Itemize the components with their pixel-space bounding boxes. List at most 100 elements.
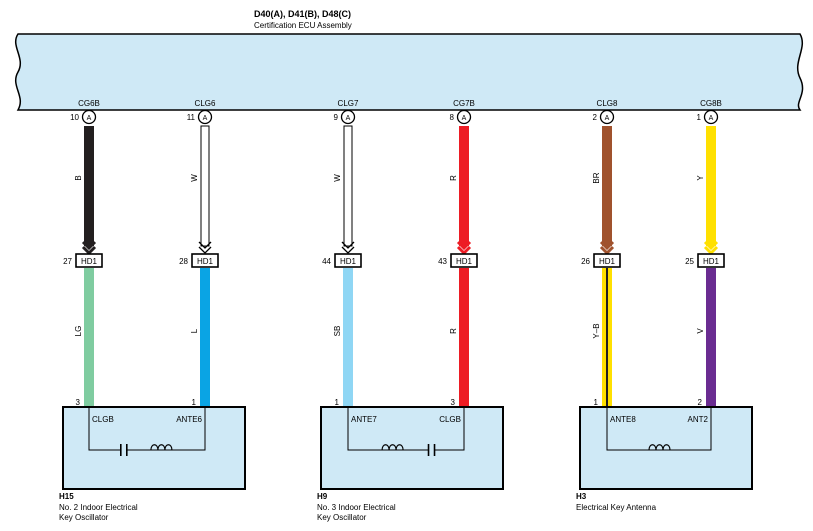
capacitor-gap — [120, 444, 127, 456]
device-internal-circuit — [606, 407, 712, 451]
device-pin-number: 1 — [192, 398, 197, 407]
ecu-terminal-label: CG7B — [453, 99, 475, 108]
junction-arrow — [703, 245, 719, 256]
junction-arrow — [599, 245, 615, 256]
upper-code-bg — [695, 166, 705, 190]
device-pin-number: 1 — [335, 398, 340, 407]
device-name-line2: Key Oscillator — [317, 513, 367, 522]
ecu-connector-circle — [81, 109, 97, 125]
upper-wire — [602, 126, 612, 246]
junction-arrow — [703, 240, 719, 251]
ecu-terminal-label: CLG8 — [597, 99, 618, 108]
junction-arrow — [456, 245, 472, 256]
junction-connector — [191, 253, 219, 268]
junction-arrow — [599, 240, 615, 251]
junction-pin-number: 25 — [685, 257, 694, 266]
coil-icon — [648, 444, 671, 451]
junction-arrow — [456, 240, 472, 251]
lower-wire-code: V — [696, 328, 705, 334]
junction-connector — [75, 253, 103, 268]
junction-arrow — [198, 246, 212, 254]
device-name-line1: No. 2 Indoor Electrical — [59, 503, 138, 512]
device-code: H9 — [317, 492, 328, 501]
device-pin-number: 1 — [594, 398, 599, 407]
upper-wire — [706, 126, 716, 246]
upper-wire — [459, 126, 469, 246]
lower-code-bg — [591, 319, 601, 343]
ecu-pin-number: 11 — [187, 113, 196, 122]
upper-wire — [343, 125, 353, 247]
ecu-connector-letter: A — [346, 115, 351, 122]
ecu-title: D40(A), D41(B), D48(C) — [254, 9, 351, 19]
coil-icon — [381, 444, 404, 451]
upper-wire-code: R — [449, 175, 458, 181]
device-body — [320, 406, 504, 490]
junction-connector-label: HD1 — [599, 257, 616, 266]
lower-code-bg — [189, 319, 199, 343]
upper-code-bg — [332, 166, 342, 190]
device-terminal-left: ANTE8 — [610, 415, 636, 424]
ecu-connector-circle — [599, 109, 615, 125]
coil-icon — [150, 444, 173, 451]
junction-connector-label: HD1 — [197, 257, 214, 266]
lower-wire — [200, 268, 210, 407]
ecu-terminal-label: CLG7 — [338, 99, 359, 108]
lower-code-bg — [73, 319, 83, 343]
lower-wire-code: LG — [74, 326, 83, 337]
device-terminal-left: ANTE7 — [351, 415, 377, 424]
upper-wire-code: W — [190, 174, 199, 182]
upper-wire-code: Y — [696, 175, 705, 181]
device-pin-number: 2 — [698, 398, 703, 407]
junction-pin-number: 28 — [179, 257, 188, 266]
junction-connector — [334, 253, 362, 268]
ecu-terminal-label: CG6B — [78, 99, 100, 108]
device-code: H15 — [59, 492, 74, 501]
junction-connector — [593, 253, 621, 268]
ecu-connector-circle — [456, 109, 472, 125]
lower-wire-code: Y–B — [592, 323, 601, 338]
lower-wire — [84, 268, 94, 407]
upper-wire — [84, 126, 94, 246]
ecu-subtitle: Certification ECU Assembly — [254, 21, 352, 30]
junction-connector-label: HD1 — [456, 257, 473, 266]
upper-code-bg — [591, 166, 601, 190]
junction-connector-label: HD1 — [81, 257, 98, 266]
junction-connector-label: HD1 — [703, 257, 720, 266]
lower-code-bg — [332, 319, 342, 343]
ecu-pin-number: 8 — [450, 113, 455, 122]
device-pin-number: 3 — [76, 398, 81, 407]
ecu-connector-circle — [340, 109, 356, 125]
device-terminal-right: ANT2 — [688, 415, 709, 424]
ecu-assembly-body — [15, 33, 804, 111]
ecu-connector-letter: A — [462, 115, 467, 122]
device-internal-circuit — [88, 407, 206, 451]
ecu-connector-letter: A — [87, 115, 92, 122]
lower-code-bg — [448, 319, 458, 343]
device-name-line1: Electrical Key Antenna — [576, 503, 657, 512]
device-body — [62, 406, 246, 490]
junction-arrow — [81, 240, 97, 251]
device-name-line1: No. 3 Indoor Electrical — [317, 503, 396, 512]
lower-wire-code: L — [190, 328, 199, 333]
upper-code-bg — [448, 166, 458, 190]
upper-wire — [200, 125, 210, 247]
ecu-terminal-label: CLG6 — [195, 99, 216, 108]
device-terminal-left: CLGB — [92, 415, 114, 424]
device-internal-circuit — [347, 407, 465, 451]
ecu-pin-number: 10 — [70, 113, 79, 122]
upper-wire-code: W — [333, 174, 342, 182]
junction-connector — [450, 253, 478, 268]
lower-wire — [459, 268, 469, 407]
ecu-pin-number: 1 — [697, 113, 702, 122]
junction-connector — [697, 253, 725, 268]
lower-wire — [706, 268, 716, 407]
lower-wire-code: SB — [333, 326, 342, 337]
